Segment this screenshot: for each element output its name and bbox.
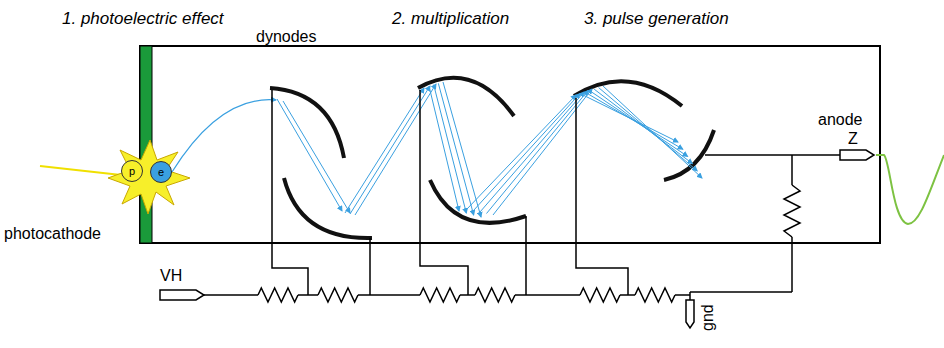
anode-wiring	[690, 150, 874, 292]
section-title: 2. multiplication	[392, 10, 509, 27]
electron-circle: e	[150, 161, 172, 183]
signal-name: VH	[160, 268, 182, 284]
impact-star	[108, 140, 190, 214]
particle-letter: e	[158, 166, 164, 178]
electron-path	[172, 100, 276, 172]
resistor-symbol	[258, 288, 675, 302]
part-label: anode	[818, 112, 863, 128]
signal-name: Z	[848, 131, 858, 147]
section-title: 3. pulse generation	[584, 10, 729, 27]
part-label: photocathode	[4, 226, 101, 242]
dynode-arcs	[270, 78, 714, 238]
part-label: dynodes	[256, 29, 317, 45]
output-pulse	[876, 155, 944, 224]
signal-name: gnd	[700, 305, 716, 332]
section-title: 1. photoelectric effect	[62, 10, 224, 27]
proton-circle: p	[121, 160, 143, 182]
divider-chain	[160, 90, 694, 328]
electron-beams	[277, 82, 702, 217]
particle-letter: p	[129, 165, 135, 177]
tube-outline	[140, 46, 880, 243]
